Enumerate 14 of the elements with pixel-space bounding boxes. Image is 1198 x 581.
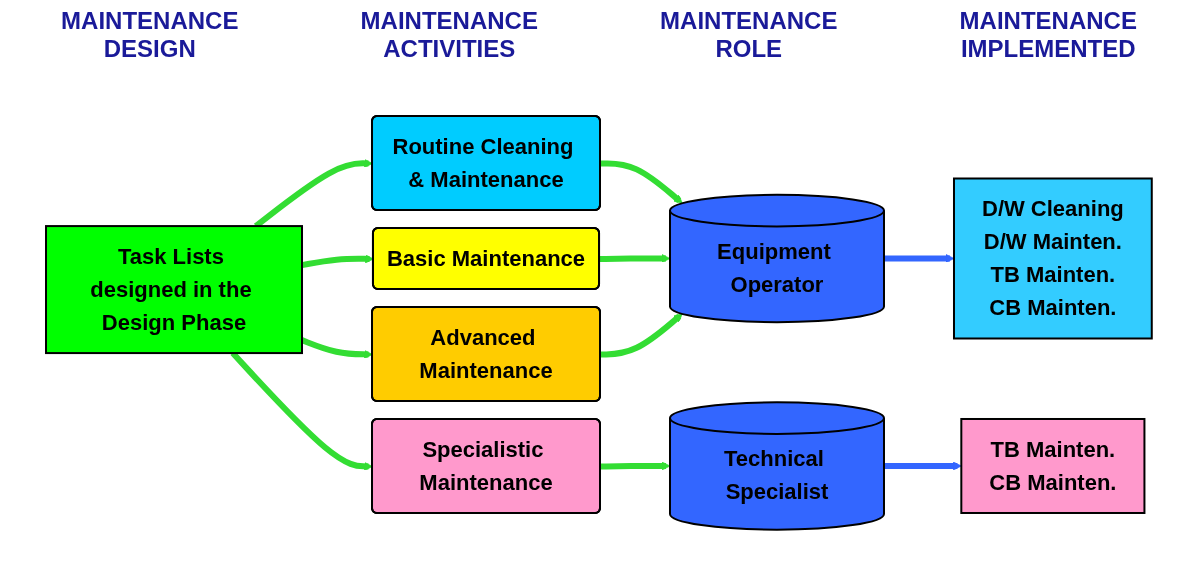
column-heading: MAINTENANCE IMPLEMENTED bbox=[958, 7, 1138, 63]
arrow bbox=[600, 461, 671, 471]
arrow bbox=[301, 337, 373, 359]
node-box: TB Mainten. CB Mainten. bbox=[960, 417, 1146, 514]
arrow bbox=[884, 461, 962, 471]
arrow bbox=[599, 253, 671, 263]
node-box: Task Lists designed in the Design Phase bbox=[45, 224, 304, 354]
node-box: D/W Cleaning D/W Mainten. TB Mainten. CB Mainten. bbox=[953, 177, 1153, 340]
arrow bbox=[600, 313, 683, 358]
column-heading: MAINTENANCE ROLE bbox=[659, 7, 839, 63]
arrow bbox=[600, 160, 683, 204]
arrow bbox=[884, 253, 955, 263]
column-heading: MAINTENANCE DESIGN bbox=[60, 7, 240, 63]
column-heading: MAINTENANCE ACTIVITIES bbox=[359, 7, 539, 63]
